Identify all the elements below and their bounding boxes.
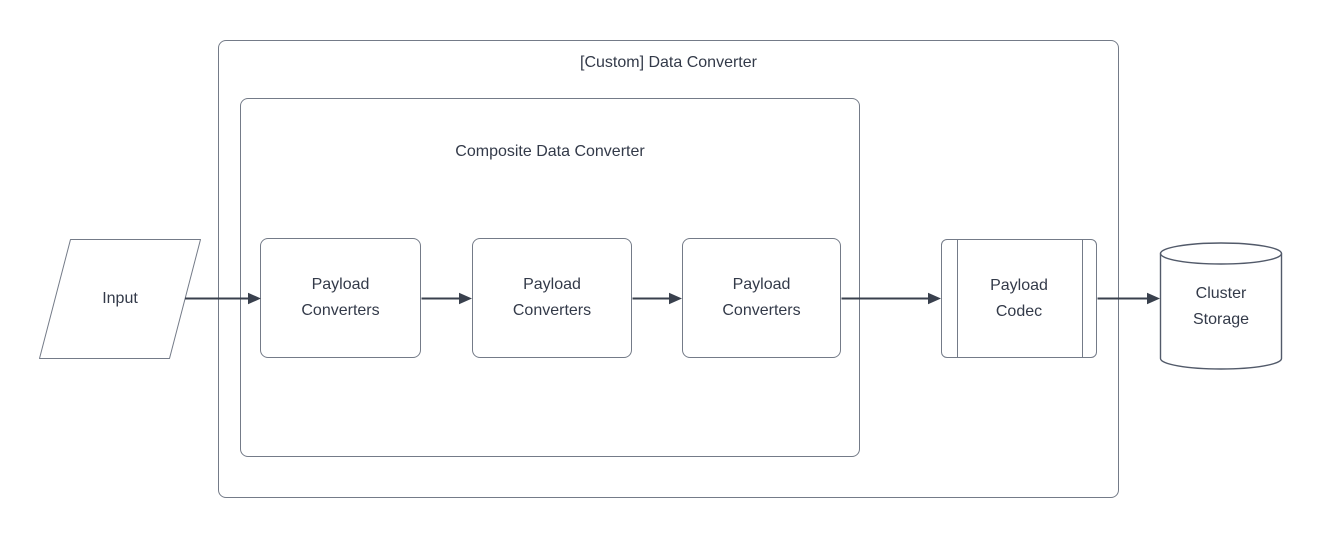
arrowhead-codec-to-storage (1147, 292, 1160, 305)
payload-codec-label: Payload Codec (990, 276, 1048, 320)
cluster-storage-node (1159, 242, 1283, 370)
cluster-storage-label: Cluster Storage (1192, 285, 1250, 328)
cylinder-rim (1159, 253, 1283, 265)
payload-converters-node-3: Payload Converters (682, 238, 841, 358)
payload-codec-node: Payload Codec (941, 239, 1097, 358)
custom-data-converter-title: [Custom] Data Converter (580, 54, 757, 71)
payload-converters-label-2: Payload Converters (512, 276, 592, 319)
custom-data-converter-container (218, 40, 1119, 498)
payload-converters-node-2: Payload Converters (472, 238, 632, 358)
composite-data-converter-title: Composite Data Converter (455, 143, 645, 160)
input-node (39, 239, 201, 359)
payload-converters-label-3: Payload Converters (722, 276, 801, 319)
payload-converters-node-1: Payload Converters (260, 238, 421, 358)
codec-right-bar (1082, 240, 1083, 357)
payload-converters-label-1: Payload Converters (301, 276, 380, 319)
codec-left-bar (957, 240, 958, 357)
input-label: Input (102, 289, 138, 307)
composite-data-converter-container (240, 98, 860, 457)
